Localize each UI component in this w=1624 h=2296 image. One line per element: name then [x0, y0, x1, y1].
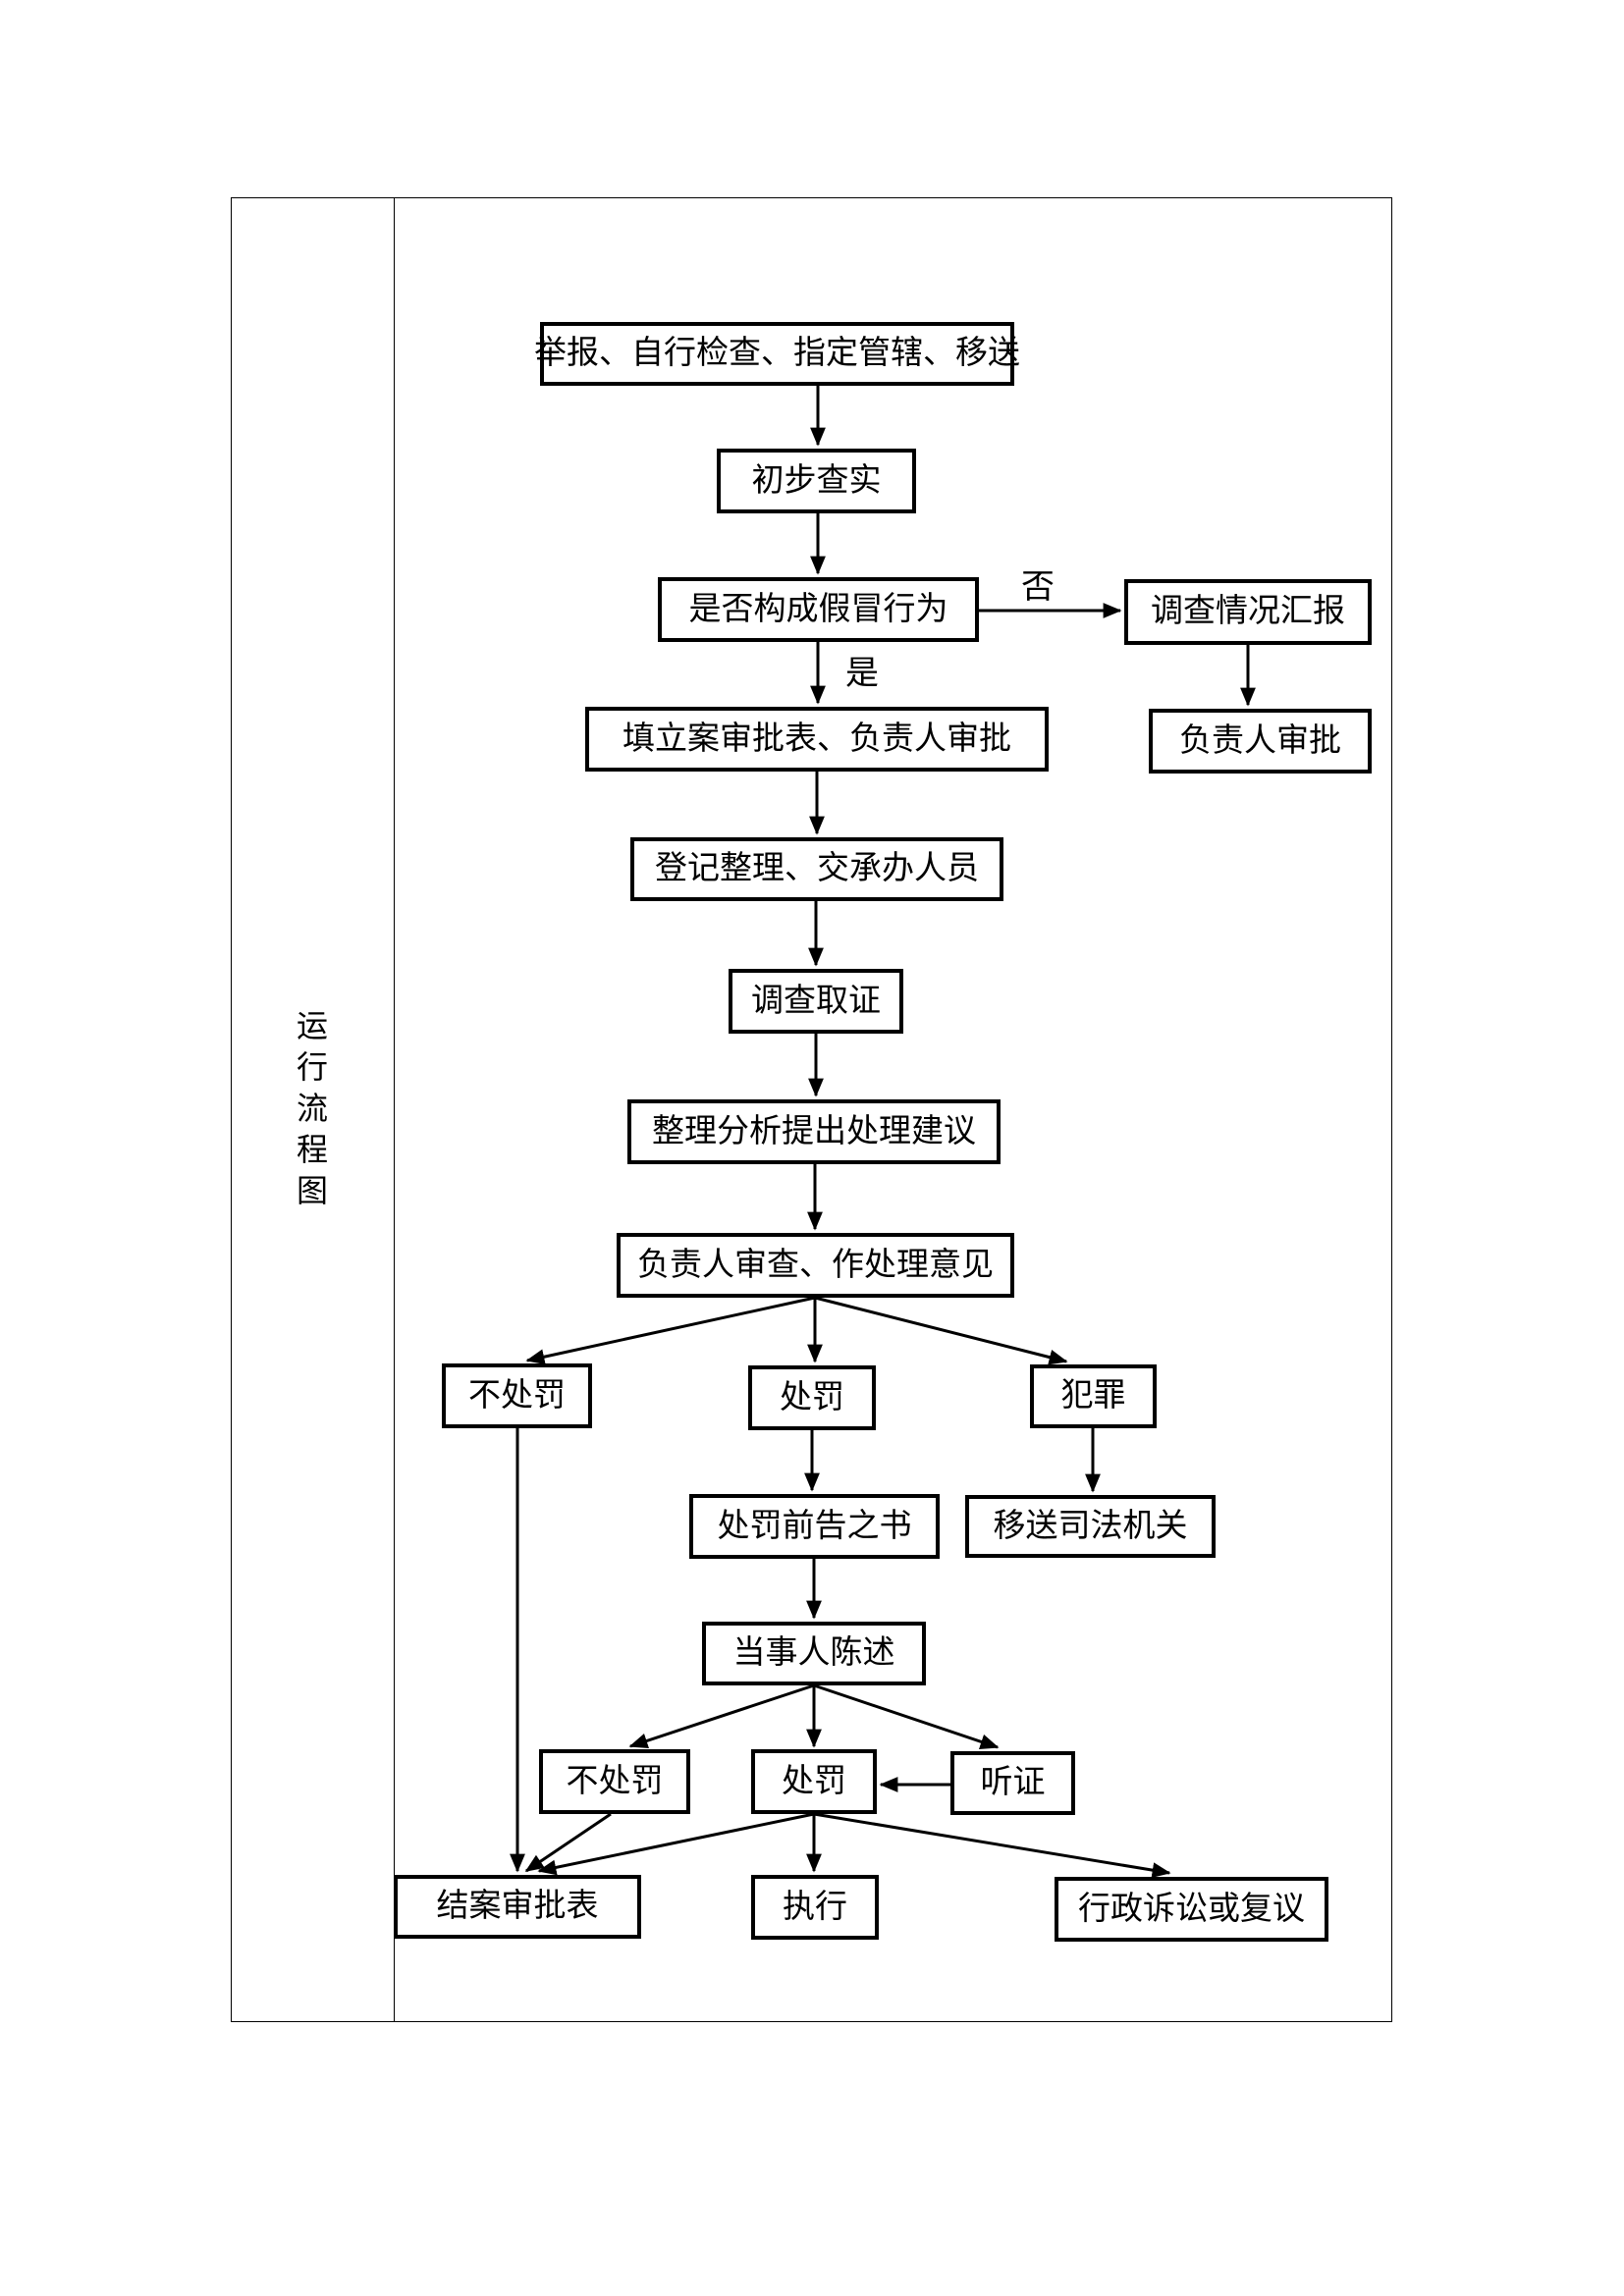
node-register-assign: 登记整理、交承办人员 — [630, 837, 1003, 901]
node-admin-litigation: 行政诉讼或复议 — [1055, 1877, 1328, 1942]
column-divider — [394, 197, 395, 2022]
node-crime: 犯罪 — [1030, 1364, 1157, 1428]
edge-statement-to-no-penalty-2 — [628, 1683, 815, 1749]
edge-penalty-2-to-litigation — [813, 1812, 1171, 1878]
node-fill-case-form: 填立案审批表、负责人审批 — [585, 707, 1049, 772]
node-report: 举报、自行检查、指定管辖、移送 — [534, 322, 1020, 386]
node-penalty-prior-notice: 处罚前告之书 — [689, 1494, 940, 1559]
node-transfer-judiciary: 移送司法机关 — [965, 1495, 1216, 1558]
node-preliminary-check: 初步查实 — [717, 449, 916, 513]
node-leader-review: 负责人审查、作处理意见 — [617, 1233, 1014, 1298]
node-execution: 执行 — [751, 1875, 879, 1940]
edge-label-yes: 是 — [845, 656, 879, 692]
edge-review-to-no-penalty-1 — [525, 1296, 816, 1365]
node-penalty-2: 处罚 — [751, 1749, 877, 1814]
node-evidence-collection: 调查取证 — [729, 969, 903, 1034]
edge-no-penalty-2-to-case-close — [524, 1812, 612, 1873]
edge-label-no: 否 — [1021, 569, 1055, 606]
node-leader-approval: 负责人审批 — [1149, 709, 1372, 774]
node-hearing: 听证 — [950, 1751, 1075, 1815]
node-party-statement: 当事人陈述 — [702, 1622, 926, 1685]
node-is-counterfeit-decision: 是否构成假冒行为 — [658, 577, 979, 642]
node-no-penalty-1: 不处罚 — [442, 1363, 592, 1428]
edge-statement-to-hearing — [813, 1683, 1000, 1749]
side-title: 运行流程图 — [293, 1009, 328, 1215]
node-case-close-form: 结案审批表 — [394, 1875, 641, 1939]
node-penalty-1: 处罚 — [748, 1365, 876, 1430]
edge-review-to-crime — [814, 1296, 1068, 1365]
node-investigation-report: 调查情况汇报 — [1124, 579, 1372, 645]
node-no-penalty-2: 不处罚 — [539, 1749, 690, 1814]
node-analyze-suggest: 整理分析提出处理建议 — [627, 1099, 1001, 1164]
edge-penalty-2-to-case-close — [537, 1812, 815, 1876]
table-frame — [231, 197, 1392, 2022]
